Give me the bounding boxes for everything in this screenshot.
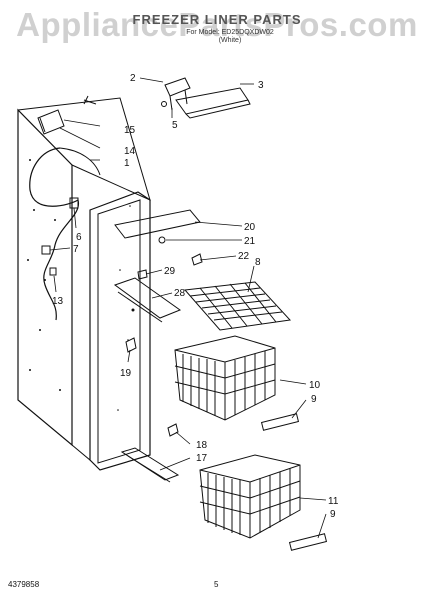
liner-front-frame xyxy=(89,191,151,471)
part-18-screw xyxy=(167,423,179,437)
watermark: AppliancePartsPros.com xyxy=(16,6,418,43)
callout-6: 6 xyxy=(76,232,82,243)
part-19-clip xyxy=(125,337,137,353)
callout-3: 3 xyxy=(258,80,264,91)
wire-harness xyxy=(29,147,79,321)
model-line: For Model: ED25DQXDW02 xyxy=(186,29,274,36)
part-22-clip xyxy=(191,253,203,266)
part-2-bracket xyxy=(164,77,191,97)
part-5-screw xyxy=(161,101,167,107)
callout-18: 18 xyxy=(196,440,208,451)
revision-label: (White) xyxy=(218,37,242,44)
callout-28: 28 xyxy=(174,288,186,299)
part-8-wire-shelf xyxy=(183,281,292,331)
callout-19: 19 xyxy=(120,368,132,379)
callout-9a: 9 xyxy=(311,394,317,405)
callout-17: 17 xyxy=(196,453,208,464)
part-9-trim-lower xyxy=(288,533,328,551)
part-21-bushing xyxy=(158,236,166,244)
part-7-thermistor xyxy=(41,245,51,255)
part-13-clip xyxy=(49,267,57,276)
callout-9b: 9 xyxy=(330,509,336,520)
liner-side-panel xyxy=(17,108,73,447)
part-number-footer: 4379858 xyxy=(8,580,40,589)
diagram-title: FREEZER LINER PARTS xyxy=(132,12,302,27)
part-20-panel xyxy=(114,209,201,239)
callout-15: 15 xyxy=(124,125,136,136)
callout-8: 8 xyxy=(255,257,261,268)
callout-29: 29 xyxy=(164,266,176,277)
callout-14: 14 xyxy=(124,146,136,157)
part-28-shelf-rail xyxy=(113,277,182,319)
part-11-basket-lower xyxy=(199,454,301,539)
part-10-basket-upper xyxy=(174,335,276,421)
callout-22: 22 xyxy=(238,251,250,262)
callout-labels: 2 3 5 15 14 1 6 7 13 20 21 22 8 29 28 19… xyxy=(52,73,339,520)
liner-top-edge xyxy=(17,97,151,201)
part-15-screw xyxy=(83,95,97,105)
callout-5: 5 xyxy=(172,120,178,131)
callout-13: 13 xyxy=(52,296,64,307)
callout-11: 11 xyxy=(328,496,339,507)
callout-20: 20 xyxy=(244,222,256,233)
part-17-shelf-rail xyxy=(120,447,180,483)
page-number: 5 xyxy=(214,580,219,589)
callout-2: 2 xyxy=(130,73,136,84)
callout-21: 21 xyxy=(244,236,256,247)
callout-1: 1 xyxy=(124,158,130,169)
part-9-trim-upper xyxy=(260,413,300,431)
part-14-cover xyxy=(37,109,65,135)
callout-10: 10 xyxy=(309,380,321,391)
callout-7: 7 xyxy=(73,244,79,255)
part-29-screw xyxy=(137,269,148,280)
